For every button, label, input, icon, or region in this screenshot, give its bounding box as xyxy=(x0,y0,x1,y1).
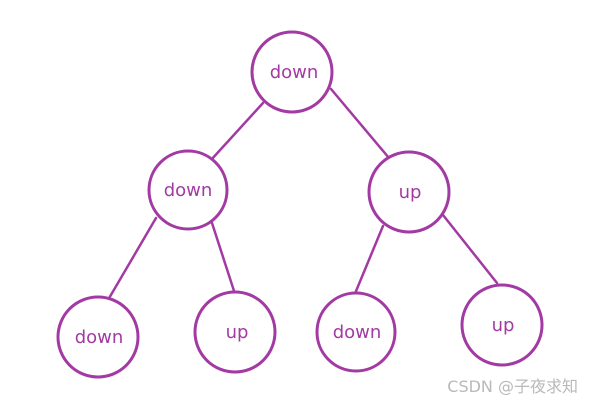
edge-l1-right-l2-c xyxy=(352,224,385,298)
node-label: up xyxy=(492,315,515,336)
tree-node-l1-left: down xyxy=(147,149,229,231)
edge-l1-right-l2-d xyxy=(441,213,499,285)
edge-l1-left-l2-b xyxy=(210,221,237,296)
tree-node-l2-a: down xyxy=(56,295,140,379)
node-label: down xyxy=(164,180,213,201)
node-label: down xyxy=(270,62,319,83)
tree-node-l1-right: up xyxy=(367,150,451,234)
node-label: down xyxy=(333,322,382,343)
tree-node-l2-d: up xyxy=(460,283,544,367)
edge-root-l1-left xyxy=(209,101,265,162)
node-label: up xyxy=(226,322,249,343)
tree-node-root: down xyxy=(250,30,334,114)
tree-node-l2-c: down xyxy=(315,291,397,373)
tree-node-l2-b: up xyxy=(193,290,277,374)
node-label: down xyxy=(75,327,124,348)
edge-l1-left-l2-a xyxy=(106,216,158,302)
node-label: up xyxy=(399,182,422,203)
watermark-text: CSDN @子夜求知 xyxy=(447,377,578,396)
edge-root-l1-right xyxy=(329,87,391,160)
